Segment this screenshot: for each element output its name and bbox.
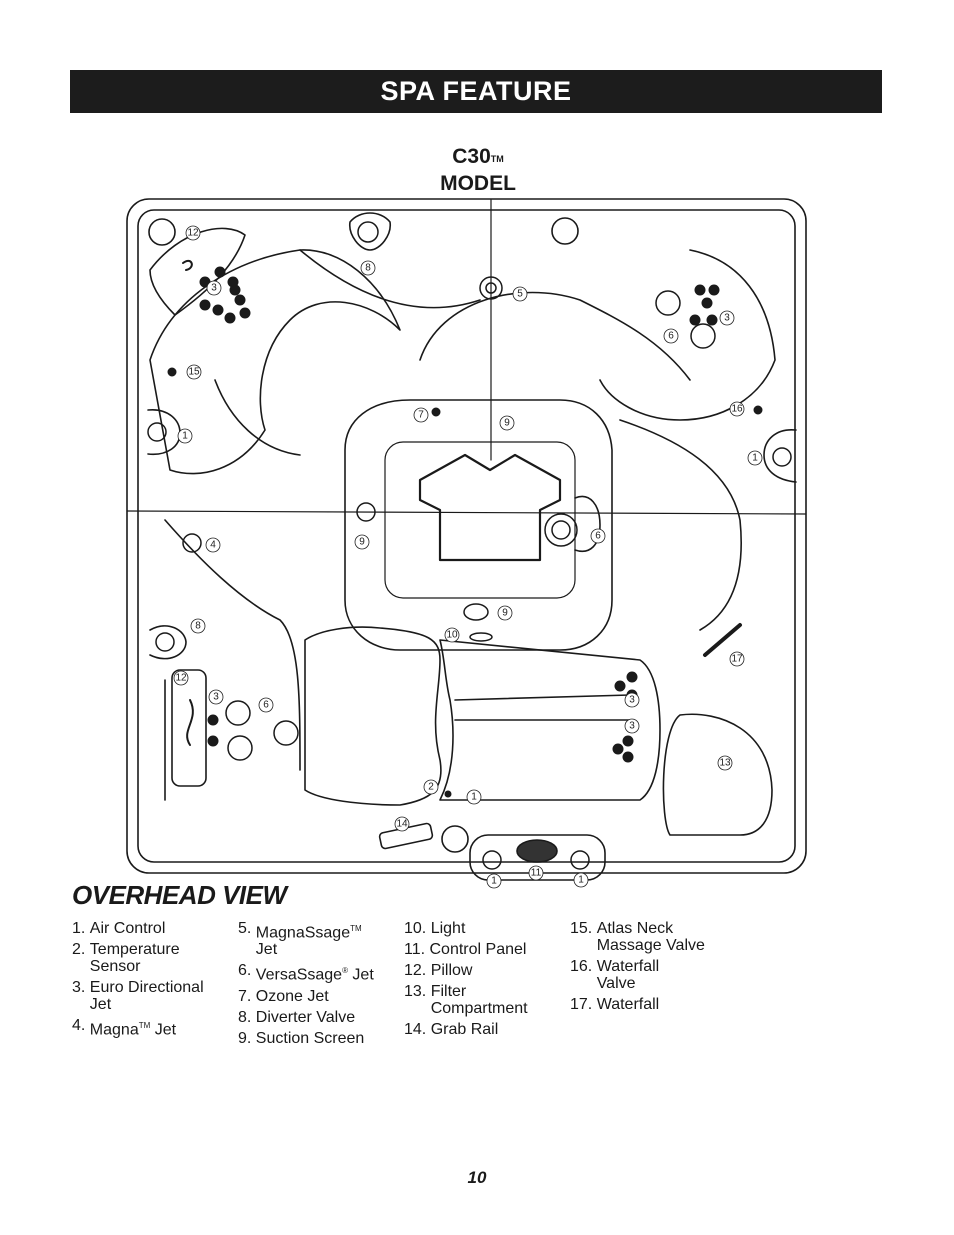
spa-inner-rim xyxy=(137,209,796,863)
callout-label: 3 xyxy=(211,283,217,294)
callout-label: 1 xyxy=(491,876,497,887)
overhead-view-title: OVERHEAD VIEW xyxy=(72,880,287,910)
callout-label: 15 xyxy=(188,367,200,378)
legend-item: 15. Atlas Neck Massage Valve xyxy=(570,920,705,954)
legend-item: 4. MagnaTM Jet xyxy=(72,1017,177,1039)
callout-label: 6 xyxy=(668,331,674,342)
model-label: MODEL xyxy=(440,172,516,195)
callout-label: 3 xyxy=(724,313,730,324)
callout-label: 10 xyxy=(446,630,458,641)
legend-column-2: 5. MagnaSsageTM Jet 6. VersaSsage® Jet 7… xyxy=(238,920,398,1051)
legend-item: 10. Light xyxy=(404,920,466,937)
legend-item: 2. Temperature Sensor xyxy=(72,941,180,975)
legend-item: 5. MagnaSsageTM Jet xyxy=(238,920,362,959)
callout-label: 1 xyxy=(182,431,188,442)
legend-item: 17. Waterfall xyxy=(570,996,660,1013)
legend-item: 7. Ozone Jet xyxy=(238,987,329,1005)
filter-compartment xyxy=(662,713,773,836)
callout-label: 5 xyxy=(517,289,523,300)
model-title: C30TM MODEL xyxy=(400,143,556,197)
callout-label: 9 xyxy=(502,608,508,619)
legend-item: 3. Euro Directional Jet xyxy=(72,979,204,1013)
callout-label: 7 xyxy=(418,410,424,421)
legend-item: 6. VersaSsage® Jet xyxy=(238,962,374,984)
callout-label: 6 xyxy=(263,700,269,711)
callout-label: 1 xyxy=(752,453,758,464)
callout-label: 3 xyxy=(213,692,219,703)
callout-label: 4 xyxy=(210,540,216,551)
legend-item: 13. Filter Compartment xyxy=(404,983,528,1017)
callout-label: 11 xyxy=(531,868,542,879)
callout-label: 8 xyxy=(365,263,371,274)
page-number: 10 xyxy=(467,1168,487,1187)
legend-item: 1. Air Control xyxy=(72,920,166,937)
callout-label: 3 xyxy=(629,721,635,732)
model-tm: TM xyxy=(490,154,504,164)
callout-label: 12 xyxy=(175,673,187,684)
model-name: C30 xyxy=(452,145,491,168)
callout-label: 6 xyxy=(595,531,601,542)
legend-column-4: 15. Atlas Neck Massage Valve 16. Waterfa… xyxy=(570,920,740,1017)
callout-label: 2 xyxy=(428,782,434,793)
callout-label: 8 xyxy=(195,621,201,632)
callout-label: 1 xyxy=(578,875,584,886)
section-banner: SPA FEATURE xyxy=(70,70,882,113)
suction-screen-grid xyxy=(384,441,576,599)
right-lounger xyxy=(439,639,661,801)
legend-item: 12. Pillow xyxy=(404,962,473,979)
callout-label: 14 xyxy=(396,819,408,830)
callout-label: 1 xyxy=(471,792,477,803)
legend-column-1: 1. Air Control 2. Temperature Sensor 3. … xyxy=(72,920,232,1042)
legend-column-3: 10. Light 11. Control Panel 12. Pillow 1… xyxy=(404,920,564,1042)
legend-item: 14. Grab Rail xyxy=(404,1021,499,1038)
callout-label: 3 xyxy=(629,695,635,706)
spa-outer-shell xyxy=(126,198,807,874)
legend-item: 8. Diverter Valve xyxy=(238,1008,356,1026)
legend-item: 11. Control Panel xyxy=(404,941,527,958)
callout-label: 13 xyxy=(719,758,731,769)
legend-item: 9. Suction Screen xyxy=(238,1029,365,1047)
callout-label: 9 xyxy=(504,418,510,429)
footwell xyxy=(344,399,613,651)
callout-label: 17 xyxy=(731,654,743,665)
center-lounger xyxy=(304,626,442,806)
callout-label: 12 xyxy=(187,228,199,239)
legend-item: 16. Waterfall Valve xyxy=(570,958,660,992)
callout-label: 16 xyxy=(731,404,743,415)
callout-label: 9 xyxy=(359,537,365,548)
banner-title: SPA FEATURE xyxy=(380,76,572,106)
